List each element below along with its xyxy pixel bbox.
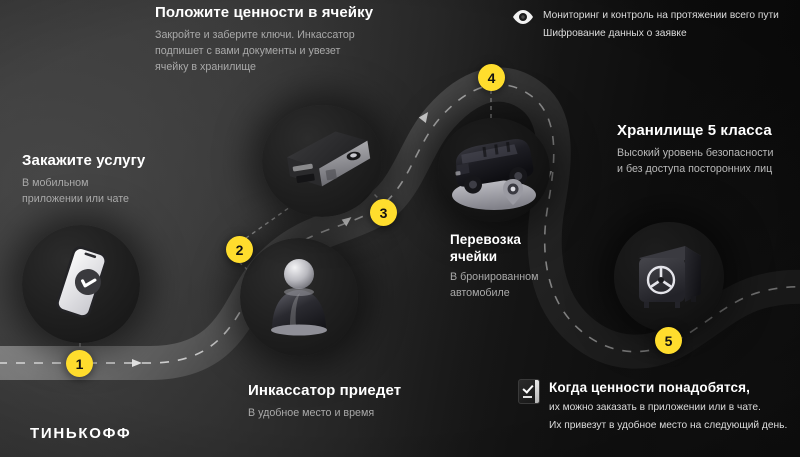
tinkoff-logo: ТИНЬКОФФ (30, 425, 132, 442)
step-4-subtitle: В бронированном автомобиле (450, 271, 539, 300)
step-text-5: Хранилище 5 класса Высокий уровень безоп… (617, 122, 800, 177)
step-2-subtitle: В удобное место и время (248, 406, 375, 419)
courier-icon (240, 238, 358, 356)
step-2-title: Инкассатор приедет (248, 382, 402, 399)
armored-van-icon (438, 118, 550, 222)
safe-vault-icon (614, 222, 724, 332)
step-text-1: Закажите услугу В мобильном приложении и… (22, 152, 192, 207)
step-text-2: Инкассатор приедет В удобное место и вре… (248, 382, 458, 421)
deposit-box-icon (262, 105, 382, 217)
delivery-note: Когда ценности понадобятся, их можно зак… (518, 379, 787, 434)
delivery-note-body: их можно заказать в приложении или в чат… (549, 399, 787, 434)
delivery-note-lines: Когда ценности понадобятся, их можно зак… (549, 379, 787, 434)
step-3-subtitle: Закройте и заберите ключи. Инкассатор по… (155, 28, 355, 73)
monitoring-line-2: Шифрование данных о заявке (543, 27, 687, 39)
step-1-subtitle: В мобильном приложении или чате (22, 176, 129, 205)
step-badge-3[interactable]: 3 (370, 199, 397, 226)
step-4-title: Перевозка ячейки (450, 232, 522, 264)
checklist-icon (518, 379, 540, 404)
checklist-spine (535, 380, 539, 403)
step-badge-5[interactable]: 5 (655, 327, 682, 354)
monitoring-line-1: Мониторинг и контроль на протяжении всег… (543, 10, 779, 21)
step-1-title: Закажите услугу (22, 152, 146, 169)
phone-check-icon (22, 225, 140, 343)
step-3-title: Положите ценности в ячейку (155, 4, 374, 21)
monitoring-note-lines: Мониторинг и контроль на протяжении всег… (543, 7, 779, 42)
checkmark-glyph (522, 382, 534, 394)
delivery-line-1: их можно заказать в приложении или в чат… (549, 402, 761, 413)
delivery-line-2: Их привезут в удобное место на следующий… (549, 419, 788, 431)
step-badge-1[interactable]: 1 (66, 350, 93, 377)
eye-icon (513, 10, 533, 24)
delivery-note-heading: Когда ценности понадобятся, (549, 380, 750, 395)
step-text-3: Положите ценности в ячейку Закройте и за… (155, 4, 405, 75)
step-badge-4[interactable]: 4 (478, 64, 505, 91)
step-badge-2[interactable]: 2 (226, 236, 253, 263)
step-text-4: Перевозка ячейки В бронированном автомоб… (450, 231, 590, 301)
step-5-title: Хранилище 5 класса (617, 122, 772, 139)
checklist-line (523, 395, 532, 398)
monitoring-note: Мониторинг и контроль на протяжении всег… (512, 7, 779, 42)
step-5-subtitle: Высокий уровень безопасности и без досту… (617, 146, 774, 175)
